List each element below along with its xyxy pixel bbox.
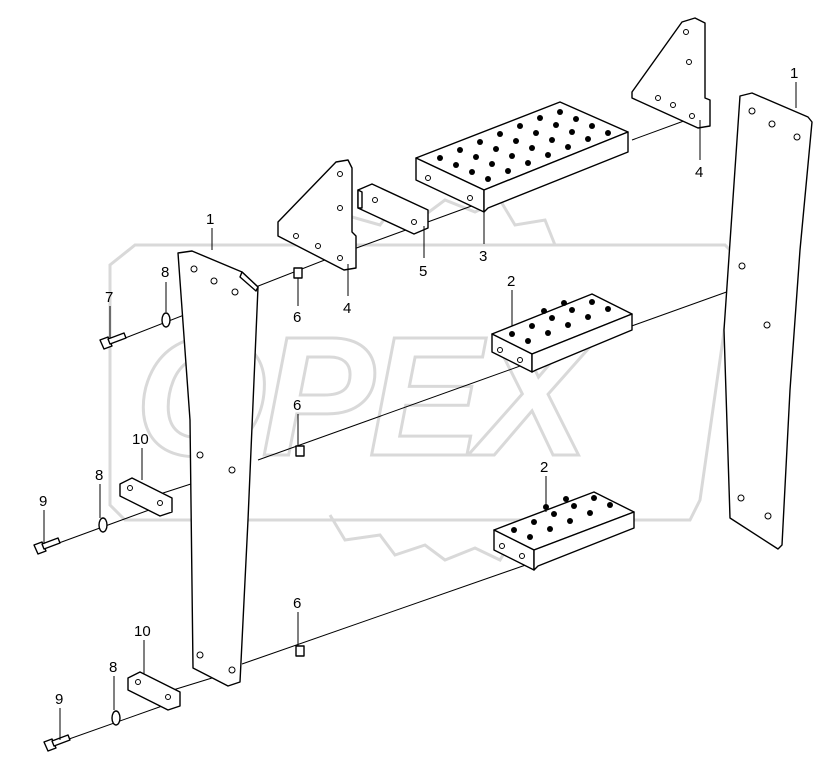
part-8-washer-lower [111, 710, 121, 726]
label-part-4-right: 4 [695, 164, 703, 181]
label-part-10-middle: 10 [132, 431, 149, 448]
label-part-9-lower: 9 [55, 691, 63, 708]
part-6-bushing-top [293, 267, 303, 279]
callout-labels: 1 1 2 2 3 4 4 5 6 6 6 7 8 8 8 9 9 10 10 [39, 65, 798, 708]
part-6-bushing-lower [295, 645, 305, 657]
part-2-lower-tread-holes [511, 495, 613, 540]
part-4-right-gusset [631, 17, 711, 129]
part-9-bolt-middle [33, 537, 61, 555]
part-6-bushing-middle [295, 445, 305, 457]
part-2-middle-tread-holes [509, 299, 611, 344]
part-1-left-bracket [177, 250, 259, 687]
label-part-1-left: 1 [206, 211, 214, 228]
part-1-right-bracket [723, 92, 813, 550]
callout-leaders [43, 82, 797, 740]
part-5-spacer-plate [357, 183, 429, 235]
part-4-left-gusset [277, 159, 357, 271]
label-part-1-right: 1 [790, 65, 798, 82]
part-7-bolt [99, 332, 127, 350]
label-part-6-top: 6 [293, 309, 301, 326]
label-part-5: 5 [419, 263, 427, 280]
label-part-8-lower: 8 [109, 659, 117, 676]
label-part-2-middle: 2 [507, 273, 515, 290]
label-part-8-middle: 8 [95, 467, 103, 484]
label-part-2-lower: 2 [540, 459, 548, 476]
label-part-7: 7 [105, 289, 113, 306]
label-part-9-middle: 9 [39, 493, 47, 510]
label-part-6-lower: 6 [293, 595, 301, 612]
part-2-middle-step [491, 293, 633, 373]
part-8-washer-top [161, 312, 171, 328]
part-10-plate-lower [127, 671, 181, 711]
part-3-tread-holes [437, 109, 611, 182]
part-3-large-step [415, 101, 629, 213]
part-2-lower-step [493, 491, 635, 571]
part-8-washer-middle [98, 517, 108, 533]
part-9-bolt-lower [43, 734, 71, 752]
part-10-plate-middle [119, 477, 173, 517]
label-part-6-middle: 6 [293, 397, 301, 414]
label-part-3: 3 [479, 248, 487, 265]
label-part-4-left: 4 [343, 300, 351, 317]
label-part-8-top: 8 [161, 264, 169, 281]
label-part-10-lower: 10 [134, 623, 151, 640]
